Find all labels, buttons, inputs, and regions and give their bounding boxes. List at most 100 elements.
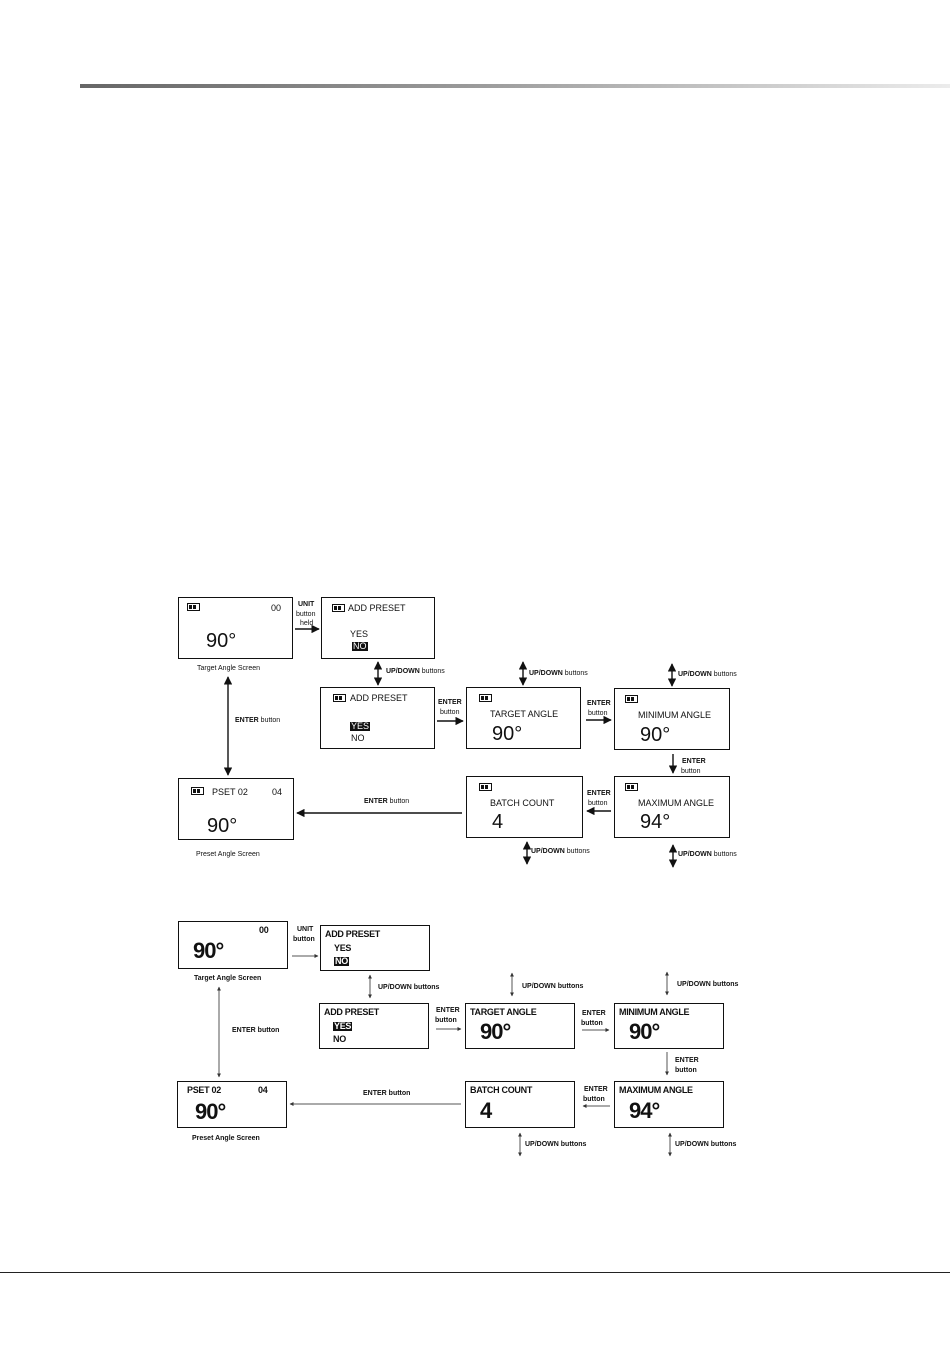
updown-rest: buttons — [711, 851, 737, 858]
battery-icon — [187, 603, 200, 611]
enter-label-top: ENTER — [675, 1057, 699, 1064]
enter-label-bottom: button — [588, 800, 608, 807]
preset-angle-screen: PSET 02 04 90° — [178, 778, 294, 840]
yes-option: YES — [350, 629, 369, 639]
screen-title: MINIMUM ANGLE — [638, 710, 712, 720]
enter-label: ENTER button — [363, 1090, 411, 1097]
angle-value: 94° — [629, 1098, 660, 1123]
maximum-angle-screen: MAXIMUM ANGLE 94° — [614, 776, 730, 838]
no-option: NO — [333, 1034, 346, 1044]
enter-rest: button — [387, 798, 410, 805]
add-preset-yes-screen: ADD PRESET YES NO — [320, 687, 435, 749]
enter-label-top: ENTER — [582, 1010, 606, 1017]
battery-icon — [332, 604, 345, 612]
preset-angle-screen: PSET 02 04 90° — [177, 1081, 287, 1128]
angle-value: 90° — [207, 815, 238, 837]
target-angle-caption: Target Angle Screen — [197, 665, 261, 672]
count-value: 00 — [271, 603, 282, 613]
enter-label: ENTER button — [364, 798, 409, 805]
minimum-angle-screen: MINIMUM ANGLE 90° — [614, 1003, 724, 1049]
footer-rule — [0, 1272, 950, 1273]
unit-label-3: held — [300, 620, 314, 627]
updown-bold: UP/DOWN — [529, 670, 563, 677]
updown-label: UP/DOWN buttons — [378, 984, 440, 991]
enter-bold: ENTER — [364, 798, 388, 805]
updown-bold: UP/DOWN — [386, 668, 420, 675]
angle-value: 90° — [195, 1099, 226, 1124]
angle-value: 90° — [640, 724, 671, 746]
target-angle-screen: 00 90° — [178, 921, 288, 969]
count-value: 04 — [258, 1085, 268, 1095]
enter-label-top: ENTER — [436, 1007, 460, 1014]
angle-value: 90° — [492, 723, 523, 745]
yes-option: YES — [334, 943, 352, 953]
batch-count-screen: BATCH COUNT 4 — [465, 1081, 575, 1128]
enter-label-top: ENTER — [584, 1086, 608, 1093]
preset-angle-caption: Preset Angle Screen — [192, 1135, 260, 1142]
count-value: 04 — [272, 787, 283, 797]
no-option: NO — [351, 733, 365, 743]
updown-label: UP/DOWN buttons — [529, 670, 588, 677]
battery-icon — [479, 783, 492, 791]
screen-title: TARGET ANGLE — [470, 1007, 537, 1017]
updown-bold: UP/DOWN — [678, 671, 712, 678]
enter-label: ENTER button — [232, 1027, 280, 1034]
updown-label: UP/DOWN buttons — [678, 671, 737, 678]
battery-icon — [479, 694, 492, 702]
enter-label-bottom: button — [435, 1017, 457, 1024]
screen-title: MAXIMUM ANGLE — [638, 798, 715, 808]
screen-title: ADD PRESET — [348, 603, 406, 613]
enter-label-top: ENTER — [438, 699, 462, 706]
batch-count-value: 4 — [480, 1098, 492, 1123]
unit-label-2: button — [293, 936, 315, 943]
angle-value: 90° — [480, 1019, 511, 1044]
updown-rest: buttons — [419, 668, 445, 675]
batch-count-screen: BATCH COUNT 4 — [466, 776, 583, 838]
batch-count-value: 4 — [492, 811, 504, 833]
enter-bold: ENTER — [235, 717, 259, 724]
minimum-angle-screen: MINIMUM ANGLE 90° — [614, 688, 730, 750]
no-option-selected: NO — [334, 956, 349, 966]
screen-title: BATCH COUNT — [470, 1085, 533, 1095]
updown-label: UP/DOWN buttons — [386, 668, 445, 675]
updown-label: UP/DOWN buttons — [522, 983, 584, 990]
updown-label: UP/DOWN buttons — [525, 1141, 587, 1148]
enter-label-bottom: button — [675, 1067, 697, 1074]
target-angle-setting-screen: TARGET ANGLE 90° — [466, 687, 581, 749]
updown-label: UP/DOWN buttons — [531, 848, 590, 855]
enter-rest: button — [258, 717, 281, 724]
add-preset-no-screen: ADD PRESET YES NO — [321, 597, 435, 659]
battery-icon — [191, 787, 204, 795]
enter-label-top: ENTER — [682, 758, 706, 765]
yes-option-selected: YES — [350, 721, 371, 731]
target-angle-setting-screen: TARGET ANGLE 90° — [465, 1003, 575, 1049]
updown-bold: UP/DOWN — [678, 851, 712, 858]
add-preset-yes-screen: ADD PRESET YES NO — [319, 1003, 429, 1049]
enter-label-bottom: button — [581, 1020, 603, 1027]
target-angle-screen: 00 90° — [178, 597, 293, 659]
enter-label-bottom: button — [440, 709, 460, 716]
count-value: 00 — [259, 925, 269, 935]
maximum-angle-screen: MAXIMUM ANGLE 94° — [614, 1081, 724, 1128]
screen-title: MAXIMUM ANGLE — [619, 1085, 693, 1095]
updown-label: UP/DOWN buttons — [678, 851, 737, 858]
screen-title: BATCH COUNT — [490, 798, 555, 808]
target-angle-caption: Target Angle Screen — [194, 975, 262, 982]
battery-icon — [333, 694, 346, 702]
unit-label-1: UNIT — [297, 926, 314, 933]
enter-label-bottom: button — [681, 768, 701, 775]
updown-rest: buttons — [564, 848, 590, 855]
screen-title: ADD PRESET — [325, 929, 381, 939]
updown-rest: buttons — [711, 671, 737, 678]
preset-angle-caption: Preset Angle Screen — [196, 851, 260, 858]
updown-label: UP/DOWN buttons — [677, 981, 739, 988]
updown-rest: buttons — [562, 670, 588, 677]
screen-title: MINIMUM ANGLE — [619, 1007, 690, 1017]
screen-title: ADD PRESET — [350, 693, 408, 703]
no-option-selected: NO — [352, 641, 368, 651]
angle-value: 90° — [193, 938, 224, 963]
preset-name: PSET 02 — [187, 1085, 221, 1095]
add-preset-no-screen: ADD PRESET YES NO — [320, 925, 430, 971]
unit-label-2: button — [296, 611, 316, 618]
